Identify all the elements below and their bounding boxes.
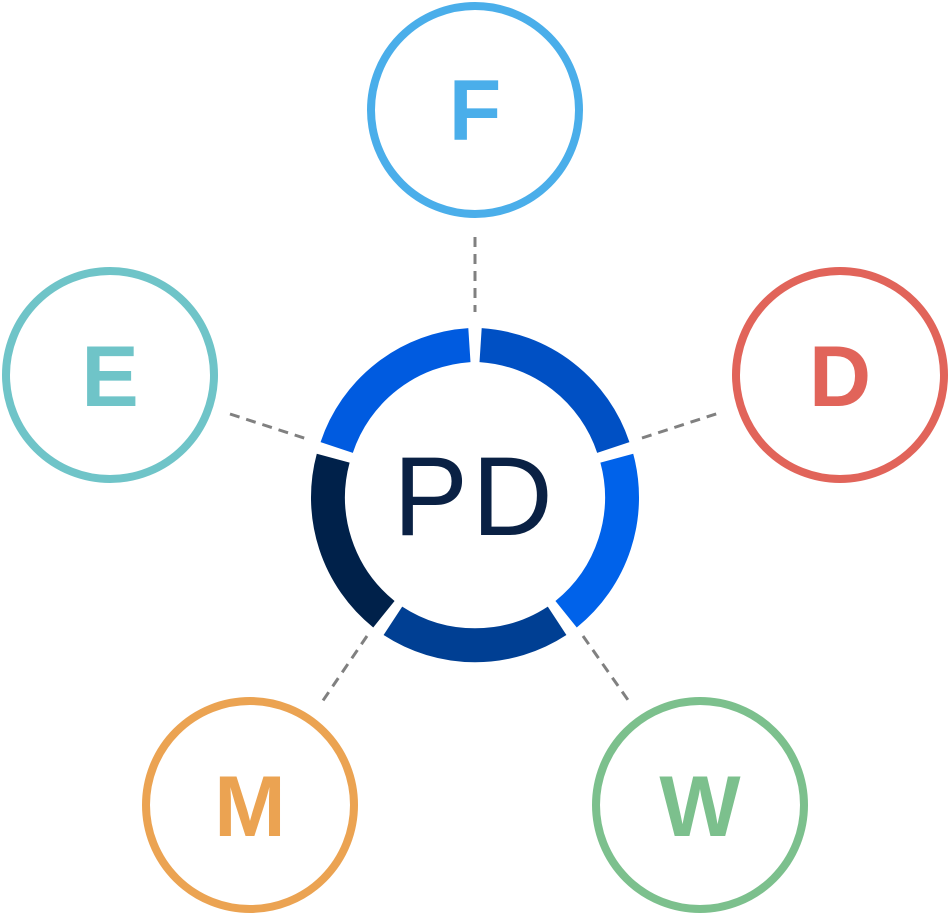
node-w-circle <box>592 697 808 913</box>
node-d: D <box>732 267 948 483</box>
connector-m <box>320 635 369 703</box>
node-m-label: M <box>214 759 286 855</box>
ring-segment-3 <box>555 453 639 628</box>
node-d-label: D <box>809 329 871 425</box>
node-m: M <box>142 697 358 913</box>
node-f-label: F <box>449 63 502 159</box>
center-ring <box>311 328 639 663</box>
node-d-circle <box>732 267 948 483</box>
node-f-circle <box>367 2 583 218</box>
ring-segment-2 <box>479 328 630 454</box>
node-m-circle <box>142 697 358 913</box>
node-f: F <box>367 2 583 218</box>
ring-segment-1 <box>320 328 471 454</box>
node-e: E <box>2 267 218 483</box>
node-e-label: E <box>81 329 138 425</box>
connector-e <box>229 412 308 441</box>
connector-d <box>641 410 723 440</box>
node-w: W <box>592 697 808 913</box>
node-w-label: W <box>659 759 741 855</box>
ring-segment-5 <box>311 453 395 628</box>
ring-segment-4 <box>383 606 567 663</box>
center-label: PD <box>393 434 557 559</box>
node-e-circle <box>2 267 218 483</box>
connector-w <box>581 635 630 701</box>
connectors <box>229 237 723 703</box>
